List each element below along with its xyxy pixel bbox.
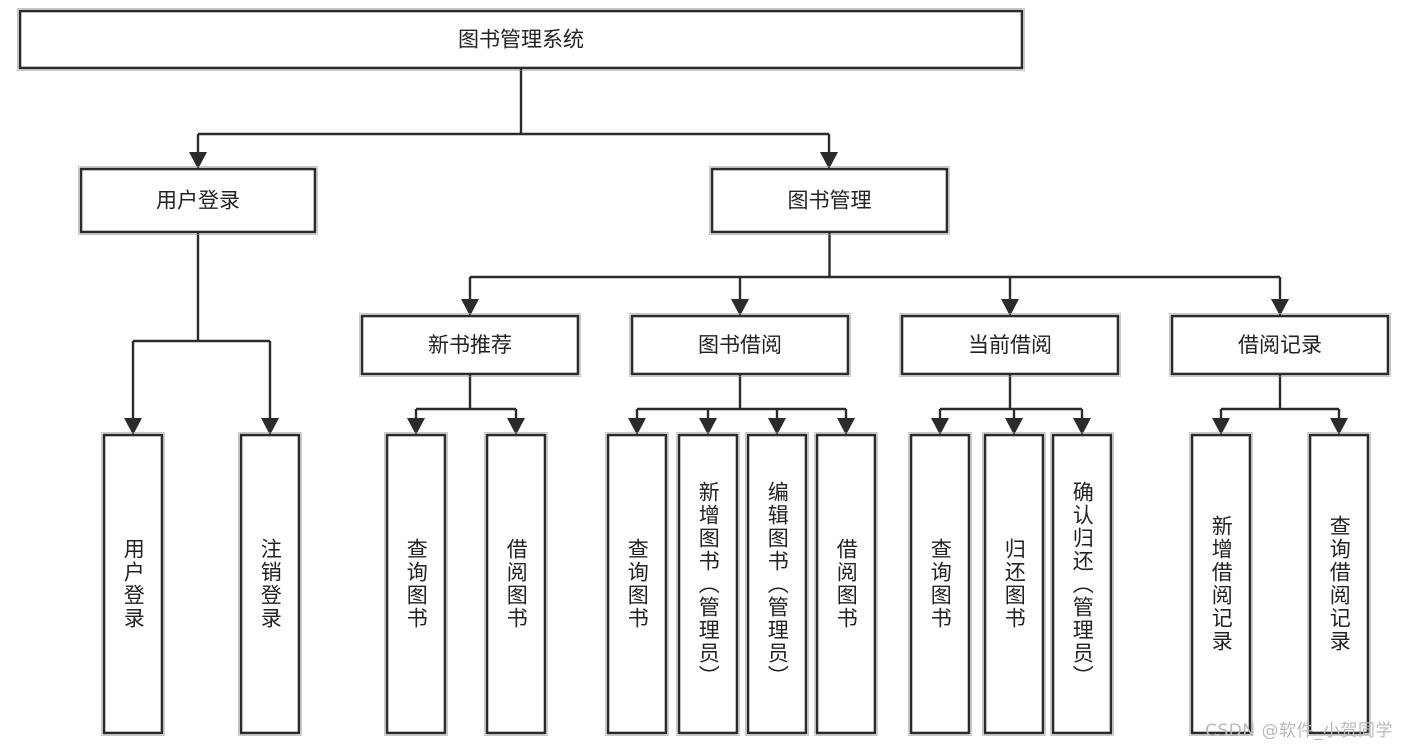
- node-leaf-confirm-return[interactable]: 确认归还（管理员）: [1050, 432, 1114, 736]
- node-label: 查询图书: [625, 538, 650, 630]
- node-user-login[interactable]: 用户登录: [78, 166, 318, 235]
- node-leaf-return-book[interactable]: 归还图书: [982, 432, 1046, 736]
- node-leaf-query-book-2[interactable]: 查询图书: [605, 432, 669, 736]
- node-new-book-recommend[interactable]: 新书推荐: [359, 313, 581, 377]
- node-label: 查询图书: [404, 538, 429, 630]
- node-label-vertical-wrap: 归还图书: [1002, 538, 1027, 630]
- node-label: 查询借阅记录: [1327, 515, 1352, 653]
- node-label-vertical-wrap: 查询图书: [928, 538, 953, 630]
- node-leaf-user-logout[interactable]: 注销登录: [238, 432, 302, 736]
- node-label: 归还图书: [1002, 538, 1027, 630]
- node-label: 图书借阅: [698, 333, 782, 357]
- node-label: 用户登录: [156, 189, 240, 213]
- node-label: 新增借阅记录: [1209, 515, 1234, 653]
- node-book-manage[interactable]: 图书管理: [709, 166, 950, 235]
- node-root[interactable]: 图书管理系统: [17, 8, 1025, 71]
- watermark-text: CSDN @软件_小贺同学: [1205, 721, 1393, 741]
- node-label: 查询图书: [928, 538, 953, 630]
- node-leaf-add-record[interactable]: 新增借阅记录: [1189, 432, 1253, 736]
- node-label-vertical-wrap: 查询借阅记录: [1327, 515, 1352, 653]
- node-label-vertical-wrap: 注销登录: [258, 538, 283, 630]
- node-current-borrow[interactable]: 当前借阅: [899, 313, 1121, 377]
- connector-lines: [124, 68, 1348, 435]
- nodes-layer: 图书管理系统用户登录图书管理新书推荐图书借阅当前借阅借阅记录用户登录注销登录查询…: [17, 8, 1391, 736]
- node-label: 借阅记录: [1238, 333, 1322, 357]
- node-label: 借阅图书: [504, 538, 529, 630]
- node-leaf-user-login[interactable]: 用户登录: [101, 432, 165, 736]
- node-label-vertical-wrap: 新增图书（管理员）: [696, 480, 721, 688]
- node-label-vertical-wrap: 查询图书: [625, 538, 650, 630]
- node-leaf-borrow-book-1[interactable]: 借阅图书: [484, 432, 548, 736]
- node-label: 新书推荐: [428, 333, 512, 357]
- node-label: 编辑图书（管理员）: [765, 480, 790, 688]
- node-label: 注销登录: [258, 538, 283, 630]
- node-label-vertical-wrap: 用户登录: [121, 538, 146, 630]
- node-label: 图书管理系统: [458, 28, 584, 52]
- node-book-borrow[interactable]: 图书借阅: [629, 313, 851, 377]
- node-leaf-borrow-book-2[interactable]: 借阅图书: [814, 432, 878, 736]
- node-label: 图书管理: [788, 189, 872, 213]
- node-leaf-query-record[interactable]: 查询借阅记录: [1307, 432, 1371, 736]
- node-label: 用户登录: [121, 538, 146, 630]
- node-leaf-edit-book[interactable]: 编辑图书（管理员）: [745, 432, 809, 736]
- node-label-vertical-wrap: 借阅图书: [504, 538, 529, 630]
- node-borrow-record[interactable]: 借阅记录: [1169, 313, 1391, 377]
- node-leaf-query-book-3[interactable]: 查询图书: [908, 432, 972, 736]
- node-label: 新增图书（管理员）: [696, 480, 721, 688]
- node-label-vertical-wrap: 新增借阅记录: [1209, 515, 1234, 653]
- node-label-vertical-wrap: 编辑图书（管理员）: [765, 480, 790, 688]
- node-leaf-query-book-1[interactable]: 查询图书: [384, 432, 448, 736]
- node-label: 借阅图书: [834, 538, 859, 630]
- node-label-vertical-wrap: 查询图书: [404, 538, 429, 630]
- node-leaf-add-book[interactable]: 新增图书（管理员）: [676, 432, 740, 736]
- node-label-vertical-wrap: 确认归还（管理员）: [1070, 480, 1095, 688]
- node-label: 当前借阅: [968, 333, 1052, 357]
- node-label-vertical-wrap: 借阅图书: [834, 538, 859, 630]
- node-label: 确认归还（管理员）: [1070, 480, 1095, 688]
